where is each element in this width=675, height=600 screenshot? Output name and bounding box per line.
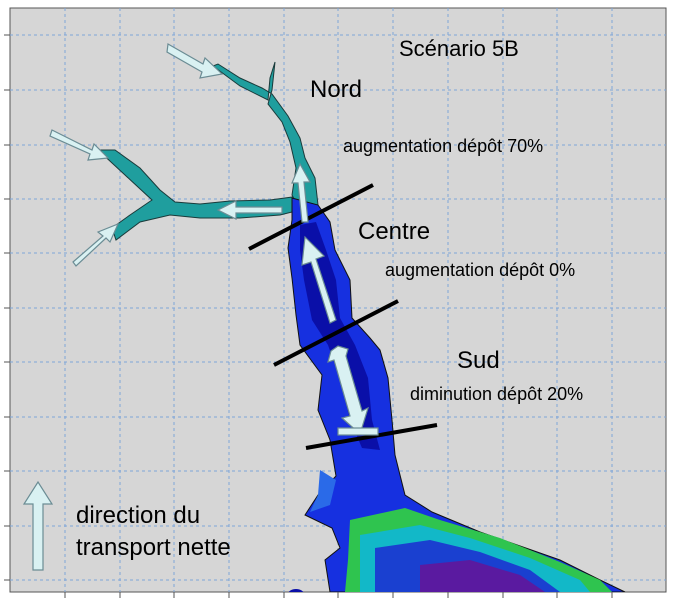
zone-change-sud: diminution dépôt 20%: [410, 384, 584, 404]
legend-arrow: [22, 480, 54, 571]
zone-label-nord: Nord: [310, 76, 363, 103]
map-grid: [10, 8, 666, 592]
arrow-north-inflow: [166, 43, 224, 79]
arrow-junction-west: [216, 200, 283, 220]
zone-label-sud: Sud: [457, 347, 500, 374]
arrow-southwest-inflow: [72, 222, 120, 267]
legend-line-2: transport nette: [76, 534, 231, 561]
arrow-centre: [301, 235, 337, 324]
arrow-sud-double: [327, 345, 369, 436]
bay-outer: [287, 197, 626, 592]
west-tributary: [96, 149, 301, 241]
scenario-title: Scénario 5B: [399, 36, 519, 61]
inner-lighter: [310, 470, 336, 512]
purple-zone: [420, 560, 545, 592]
transect-lines: [248, 183, 438, 450]
legend-line-1: direction du: [76, 502, 201, 529]
bay-mark: [288, 589, 304, 592]
transport-arrows: [22, 43, 379, 571]
arrow-north-channel: [291, 162, 312, 223]
arrow-west-inflow: [49, 129, 110, 161]
zone-change-nord: augmentation dépôt 70%: [343, 136, 544, 156]
legend-text: direction du transport nette: [76, 500, 231, 564]
zone-change-centre: augmentation dépôt 0%: [385, 260, 576, 280]
axis-ticks: [4, 34, 613, 598]
zone-label-centre: Centre: [358, 218, 431, 245]
sud-bridge: [337, 427, 379, 436]
